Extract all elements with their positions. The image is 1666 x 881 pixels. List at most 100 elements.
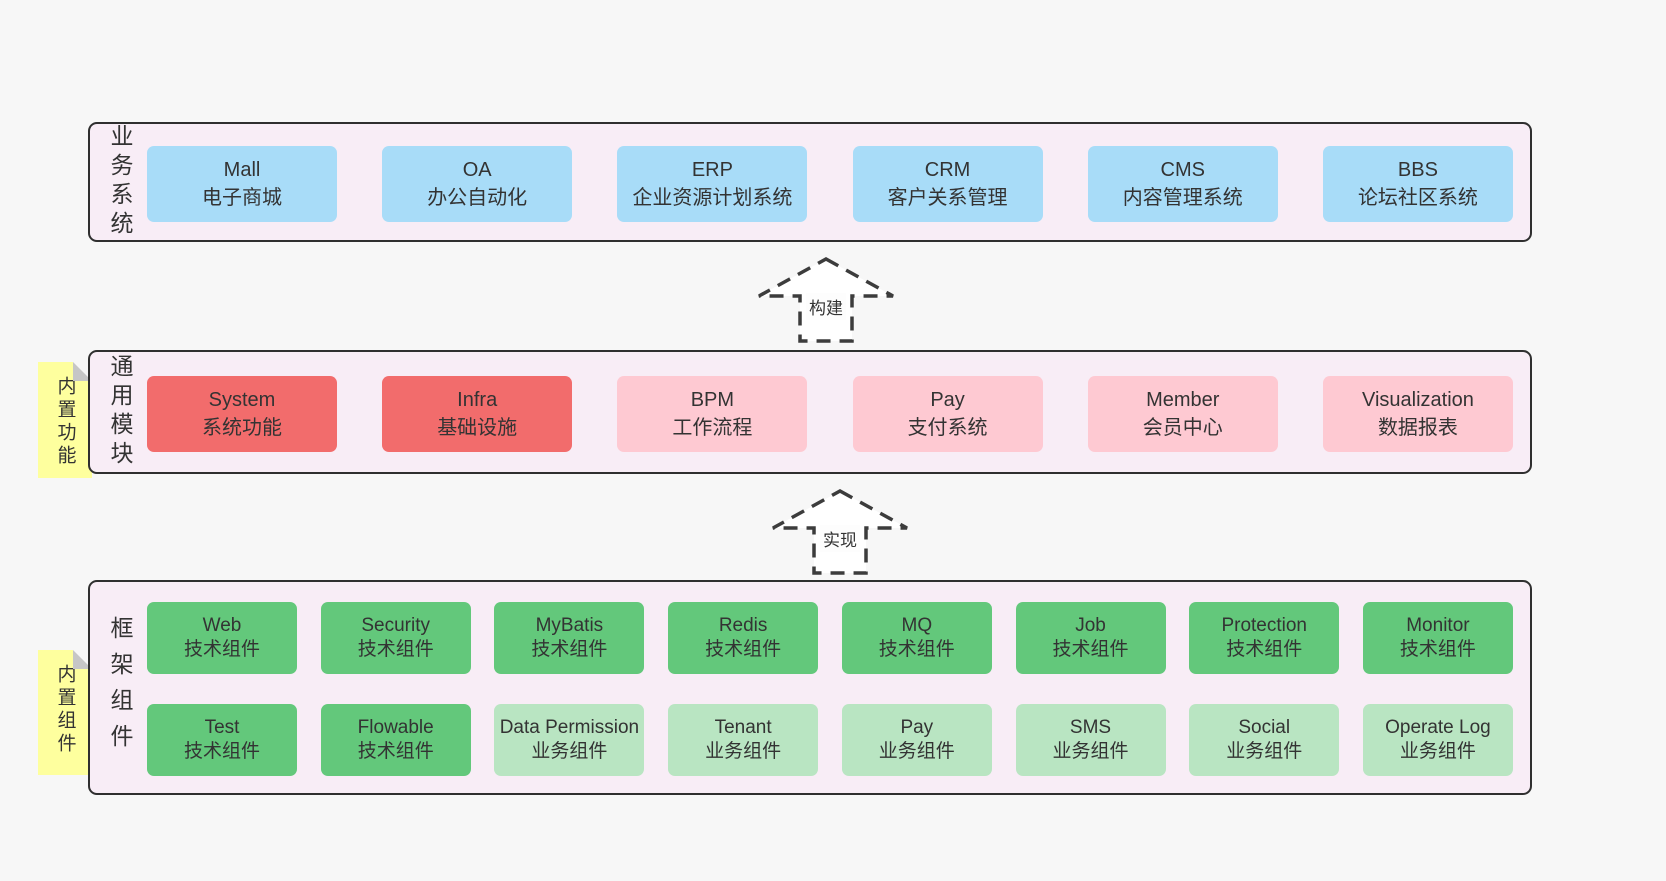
box-subtitle: 电子商城	[202, 187, 282, 209]
box-title: Mall	[223, 159, 261, 181]
module-box-web: Web 技术组件	[147, 602, 297, 674]
module-box-pay: Pay 支付系统	[852, 376, 1043, 452]
box-subtitle: 技术组件	[878, 639, 955, 660]
sticky-note-builtin-components: 内置组件	[38, 650, 92, 775]
box-subtitle: 内容管理系统	[1122, 187, 1243, 209]
sticky-note-components-label: 内置组件	[54, 664, 76, 756]
module-box-pay: Pay 业务组件	[841, 704, 992, 776]
module-box-erp: ERP 企业资源计划系统	[617, 146, 808, 222]
box-subtitle: 数据报表	[1377, 417, 1458, 439]
box-subtitle: 技术组件	[1226, 639, 1303, 660]
module-box-mall: Mall 电子商城	[147, 146, 337, 222]
box-title: Member	[1146, 389, 1220, 411]
modules-boxes-row: System 系统功能 Infra 基础设施 BPM 工作流程 Pay 支付系统 Member 会…	[147, 376, 1513, 452]
box-title: Redis	[718, 615, 768, 636]
module-box-tenant: Tenant 业务组件	[668, 704, 819, 776]
layer-common-modules: 通用模块 System 系统功能 Infra 基础设施 BPM 工作流程 Pay 支付系统 Me…	[88, 350, 1532, 474]
box-title: System	[208, 389, 276, 411]
box-subtitle: 技术组件	[531, 639, 608, 660]
box-subtitle: 系统功能	[202, 417, 282, 439]
box-title: Security	[361, 615, 431, 636]
box-subtitle: 技术组件	[183, 741, 260, 762]
module-box-infra: Infra 基础设施	[382, 376, 573, 452]
box-title: Social	[1238, 717, 1291, 738]
box-subtitle: 业务组件	[531, 741, 608, 762]
box-title: Data Permission	[499, 717, 640, 738]
box-subtitle: 基础设施	[437, 417, 518, 439]
module-box-monitor: Monitor 技术组件	[1362, 602, 1513, 674]
build-arrow: 构建	[756, 255, 896, 345]
layer-modules-label: 通用模块	[107, 354, 133, 470]
box-subtitle: 客户关系管理	[887, 187, 1008, 209]
module-box-bbs: BBS 论坛社区系统	[1322, 146, 1513, 222]
box-subtitle: 技术组件	[705, 639, 782, 660]
box-title: SMS	[1069, 717, 1112, 738]
box-subtitle: 技术组件	[357, 741, 434, 762]
module-box-social: Social 业务组件	[1189, 704, 1340, 776]
layer-components-label: 框架组件	[107, 615, 133, 760]
box-title: Pay	[930, 389, 965, 411]
module-box-security: Security 技术组件	[320, 602, 471, 674]
sticky-note-features-label: 内置功能	[54, 376, 76, 468]
box-subtitle: 工作流程	[672, 417, 753, 439]
box-subtitle: 业务组件	[705, 741, 782, 762]
box-title: Infra	[457, 389, 498, 411]
module-box-visualization: Visualization 数据报表	[1322, 376, 1513, 452]
module-box-job: Job 技术组件	[1015, 602, 1166, 674]
box-subtitle: 支付系统	[907, 417, 988, 439]
module-box-operate-log: Operate Log 业务组件	[1362, 704, 1513, 776]
box-title: Operate Log	[1385, 717, 1491, 738]
box-subtitle: 技术组件	[183, 639, 260, 660]
box-subtitle: 论坛社区系统	[1357, 187, 1478, 209]
module-box-system: System 系统功能	[147, 376, 337, 452]
module-box-sms: SMS 业务组件	[1015, 704, 1166, 776]
box-subtitle: 技术组件	[1399, 639, 1476, 660]
module-box-mybatis: MyBatis 技术组件	[494, 602, 645, 674]
box-subtitle: 办公自动化	[427, 187, 528, 209]
box-subtitle: 会员中心	[1142, 417, 1223, 439]
build-arrow-label: 构建	[806, 293, 846, 320]
layer-business-label: 业务系统	[107, 124, 133, 240]
box-subtitle: 企业资源计划系统	[632, 187, 793, 209]
box-title: Pay	[900, 717, 934, 738]
box-title: BPM	[690, 389, 735, 411]
module-box-member: Member 会员中心	[1087, 376, 1278, 452]
box-title: ERP	[691, 159, 733, 181]
implement-arrow-label: 实现	[820, 525, 860, 552]
box-subtitle: 业务组件	[1399, 741, 1476, 762]
box-title: MyBatis	[535, 615, 604, 636]
module-box-redis: Redis 技术组件	[668, 602, 819, 674]
box-subtitle: 业务组件	[1226, 741, 1303, 762]
box-title: Monitor	[1406, 615, 1470, 636]
box-title: Protection	[1221, 615, 1307, 636]
box-subtitle: 技术组件	[357, 639, 434, 660]
box-subtitle: 业务组件	[878, 741, 955, 762]
box-title: Visualization	[1361, 389, 1474, 411]
box-title: Test	[204, 717, 240, 738]
box-title: CMS	[1160, 159, 1205, 181]
box-subtitle: 技术组件	[1052, 639, 1129, 660]
module-box-flowable: Flowable 技术组件	[320, 704, 471, 776]
box-title: BBS	[1397, 159, 1438, 181]
box-title: MQ	[901, 615, 933, 636]
box-title: Web	[202, 615, 242, 636]
box-subtitle: 业务组件	[1052, 741, 1129, 762]
module-box-test: Test 技术组件	[147, 704, 297, 776]
box-title: Job	[1075, 615, 1106, 636]
module-box-protection: Protection 技术组件	[1189, 602, 1340, 674]
box-title: Flowable	[357, 717, 434, 738]
module-box-mq: MQ 技术组件	[841, 602, 992, 674]
box-title: Tenant	[714, 717, 772, 738]
sticky-note-builtin-features: 内置功能	[38, 362, 92, 478]
implement-arrow: 实现	[770, 487, 910, 577]
module-box-cms: CMS 内容管理系统	[1087, 146, 1278, 222]
module-box-bpm: BPM 工作流程	[617, 376, 808, 452]
